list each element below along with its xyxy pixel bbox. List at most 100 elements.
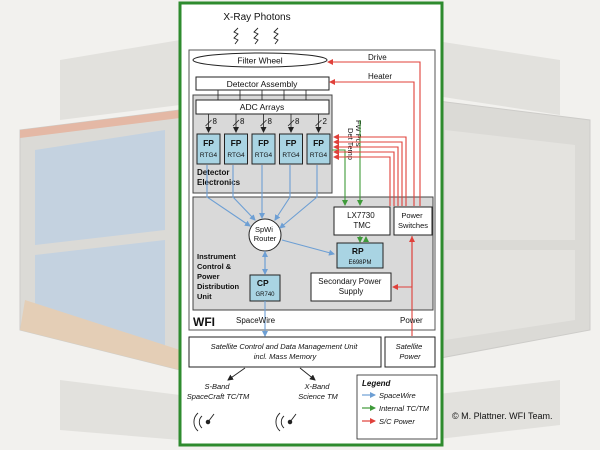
- power-link-drive: [327, 59, 421, 206]
- rp-line1: RP: [352, 246, 364, 256]
- legend-item-label: S/C Power: [379, 417, 415, 426]
- power-link-fp2: [333, 139, 403, 206]
- spwi-router-line1: SpWi: [255, 225, 273, 234]
- lx7730-line1: LX7730: [347, 211, 375, 220]
- fp-module-part: RTG4: [282, 152, 300, 159]
- satellite-control-label: Satellite Control and Data Management Un…: [211, 342, 360, 361]
- detector-electronics-line1: Detector: [197, 168, 229, 177]
- satellite-control-line1: Satellite Control and Data Management Un…: [211, 342, 359, 351]
- fp-module-part: RTG4: [255, 152, 273, 159]
- satellite-power-line1: Satellite: [396, 342, 423, 351]
- power-switches-label: Power Switches: [398, 211, 428, 230]
- fp-module: [251, 133, 276, 165]
- power-links: [327, 59, 421, 336]
- legend-item-label: SpaceWire: [379, 391, 416, 400]
- x-band-antenna-icon: [275, 412, 297, 432]
- spwi-router-label: SpWi Router: [254, 225, 277, 243]
- satellite-power-line2: Power: [399, 352, 421, 361]
- drive-label: Drive: [368, 53, 387, 62]
- power-switches-box: [393, 206, 433, 236]
- fp-channel-count: 8: [213, 117, 218, 126]
- fp-module-part: RTG4: [200, 152, 218, 159]
- fp-module-part: RTG4: [310, 152, 328, 159]
- spacewire-link-fp1: [206, 165, 251, 227]
- satellite-control-box: [188, 336, 382, 368]
- icpdu-line1: Instrument: [197, 252, 236, 261]
- fp-module-name: FP: [258, 138, 269, 148]
- fp-channel-count: 8: [268, 117, 273, 126]
- icpdu-line5: Unit: [197, 292, 212, 301]
- bus-slash: [315, 119, 322, 127]
- fp-channel-count: 8: [240, 117, 245, 126]
- power-link-fp5: [333, 154, 391, 206]
- legend-title: Legend: [362, 379, 392, 388]
- heater-label: Heater: [368, 72, 392, 81]
- fp-module-name: FP: [286, 138, 297, 148]
- x-band-line2: Science TM: [298, 392, 338, 401]
- power-link-heater: [329, 79, 415, 206]
- s-band-line1: S-Band: [204, 382, 230, 391]
- spacewire-links: [206, 165, 335, 337]
- x-band-line1: X-Band: [303, 382, 330, 391]
- cp-box: [249, 274, 281, 302]
- s-band-line2: SpaceCraft TC/TM: [187, 392, 250, 401]
- fp-module-part: RTG4: [227, 152, 245, 159]
- adc-arrays-box: [195, 99, 330, 115]
- bus-slash: [205, 119, 212, 127]
- filter-wheel-label: Filter Wheel: [237, 56, 282, 66]
- rp-label: RP E698PM: [348, 241, 371, 266]
- lx7730-label: LX7730 TMC: [347, 211, 377, 230]
- legend-item-label: Internal TC/TM: [379, 404, 430, 413]
- detector-electronics-line2: Electronics: [197, 178, 241, 187]
- spacewire-link-fp4: [274, 165, 291, 221]
- fp-module: [196, 133, 221, 165]
- cp-label: CP GR740: [255, 273, 275, 298]
- fp-channel-count: 8: [295, 117, 300, 126]
- rp-line2: E698PM: [348, 260, 371, 266]
- spacewire-link-rp: [281, 239, 335, 256]
- detector-assembly-label: Detector Assembly: [227, 79, 299, 89]
- satellite-control-line2: incl. Mass Memory: [254, 352, 318, 361]
- lx7730-line2: TMC: [353, 221, 371, 230]
- bus-slash: [260, 119, 267, 127]
- secondary-power-line2: Supply: [339, 287, 363, 296]
- power-switches-line2: Switches: [398, 221, 428, 230]
- bus-slash: [287, 119, 295, 127]
- icpdu-line3: Power: [197, 272, 220, 281]
- satellite-power-box: [384, 336, 436, 368]
- det-temp-label: Det Temp: [346, 128, 355, 160]
- fp-channel-count: 2: [323, 117, 328, 126]
- photons-label: X-Ray Photons: [223, 12, 290, 23]
- fp-module: [224, 133, 248, 165]
- fp-module: [306, 133, 331, 165]
- satellite-power-label: Satellite Power: [396, 342, 425, 361]
- fw-pos-label: FW Pos: [354, 120, 363, 147]
- bus-slash: [232, 119, 240, 127]
- spacewire-interface-label: SpaceWire: [236, 316, 276, 325]
- x-band-label: X-Band Science TM: [298, 382, 338, 401]
- cp-line2: GR740: [255, 292, 275, 298]
- spacewire-link-fp2: [232, 165, 256, 221]
- credit-text: © M. Plattner. WFI Team.: [452, 411, 553, 421]
- spwi-router-line2: Router: [254, 234, 277, 243]
- wfi-label: WFI: [193, 315, 215, 329]
- power-switches-line1: Power: [401, 211, 423, 220]
- secondary-power-line1: Secondary Power: [318, 277, 381, 286]
- adc-connectors: [217, 90, 307, 100]
- secondary-power-label: Secondary Power Supply: [318, 277, 383, 296]
- spacewire-link-fp5: [279, 165, 318, 229]
- icpdu-line4: Distribution: [197, 282, 239, 291]
- adc-arrays-label: ADC Arrays: [240, 102, 284, 112]
- photon-arrows: [233, 27, 279, 45]
- cp-line1: CP: [257, 278, 269, 288]
- power-link-fp4: [333, 149, 395, 206]
- power-interface-label: Power: [400, 316, 423, 325]
- detector-electronics-label: Detector Electronics: [197, 168, 241, 187]
- fp-module: [279, 133, 303, 165]
- power-link-fp3: [333, 144, 399, 206]
- downlink-arrows: [227, 367, 316, 381]
